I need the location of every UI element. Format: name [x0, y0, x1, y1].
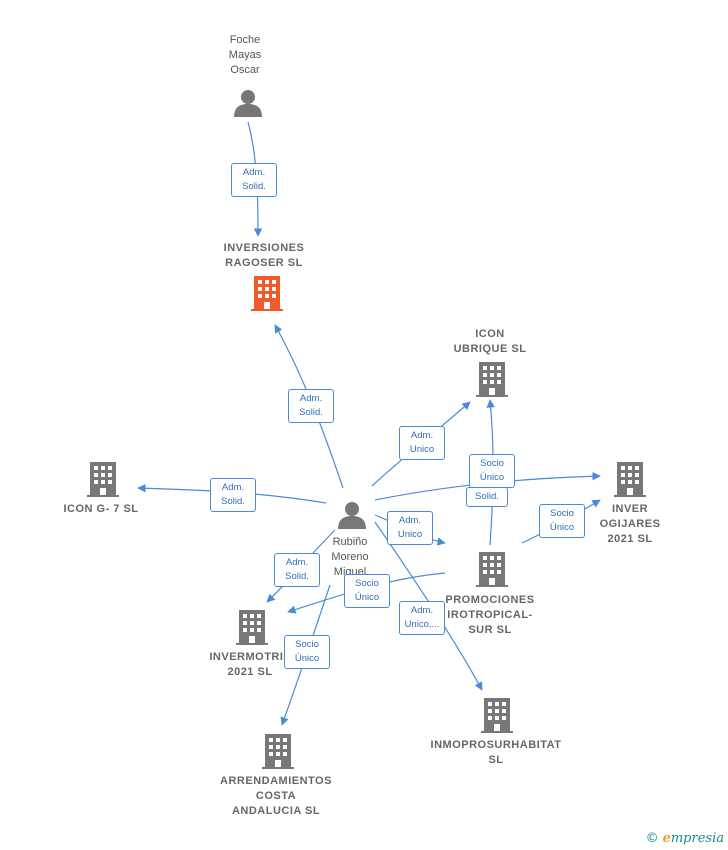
edge-label-promo-invermotril: Socio Único: [344, 574, 390, 608]
node-label-icon-g7[interactable]: ICON G- 7 SL: [63, 503, 139, 515]
edge-label-rubino-promo: Adm. Unico: [387, 511, 433, 545]
person-icon[interactable]: [234, 90, 262, 117]
node-label-foche[interactable]: Foche Mayas Oscar: [228, 34, 262, 76]
edge-label-rubino-inmopro: Adm. Unico,...: [399, 601, 445, 635]
edge-label-rubino-ragoser: Adm. Solid.: [288, 389, 334, 423]
building-icon[interactable]: [476, 552, 508, 587]
node-label-arrendamientos[interactable]: ARRENDAMIENTOS COSTA ANDALUCIA SL: [220, 775, 332, 817]
brand-name: mpresia: [670, 831, 724, 846]
node-label-promociones[interactable]: PROMOCIONES IROTROPICAL- SUR SL: [445, 594, 535, 636]
edge-label-rubino-ubrique: Adm. Unico: [399, 426, 445, 460]
brand-initial: e: [662, 831, 671, 846]
empresia-logo[interactable]: ©empresia: [646, 831, 724, 846]
edge-label-rubino-invermotril: Adm. Solid.: [274, 553, 320, 587]
building-icon-main[interactable]: [251, 276, 283, 311]
node-label-rubino[interactable]: Rubiño Moreno Miguel: [331, 536, 369, 578]
edge-label-foche-ragoser: Adm. Solid.: [231, 163, 277, 197]
node-label-inver-ogijares[interactable]: INVER OGIJARES 2021 SL: [599, 503, 661, 545]
building-icon[interactable]: [481, 698, 513, 733]
node-label-invermotril[interactable]: INVERMOTRIL 2021 SL: [209, 651, 291, 678]
edge-label-rubino-icong7: Adm. Solid.: [210, 478, 256, 512]
edge-label-promo-ubrique: Socio Único: [469, 454, 515, 488]
edge-label-promo-ogijares: Socio Único: [539, 504, 585, 538]
node-label-icon-ubrique[interactable]: ICON UBRIQUE SL: [453, 328, 527, 355]
copyright-icon: ©: [645, 831, 659, 846]
building-icon[interactable]: [87, 462, 119, 497]
building-icon[interactable]: [614, 462, 646, 497]
building-icon[interactable]: [262, 734, 294, 769]
person-icon[interactable]: [338, 502, 366, 529]
edge-label-rubino-arrend: Socio Único: [284, 635, 330, 669]
building-icon[interactable]: [476, 362, 508, 397]
node-label-inversiones-ragoser[interactable]: INVERSIONES RAGOSER SL: [223, 242, 305, 269]
node-label-inmoprosurhabitat[interactable]: INMOPROSURHABITAT SL: [430, 739, 562, 766]
edge-label-rubino-ogijares: Solid.: [466, 487, 508, 507]
building-icon[interactable]: [236, 610, 268, 645]
